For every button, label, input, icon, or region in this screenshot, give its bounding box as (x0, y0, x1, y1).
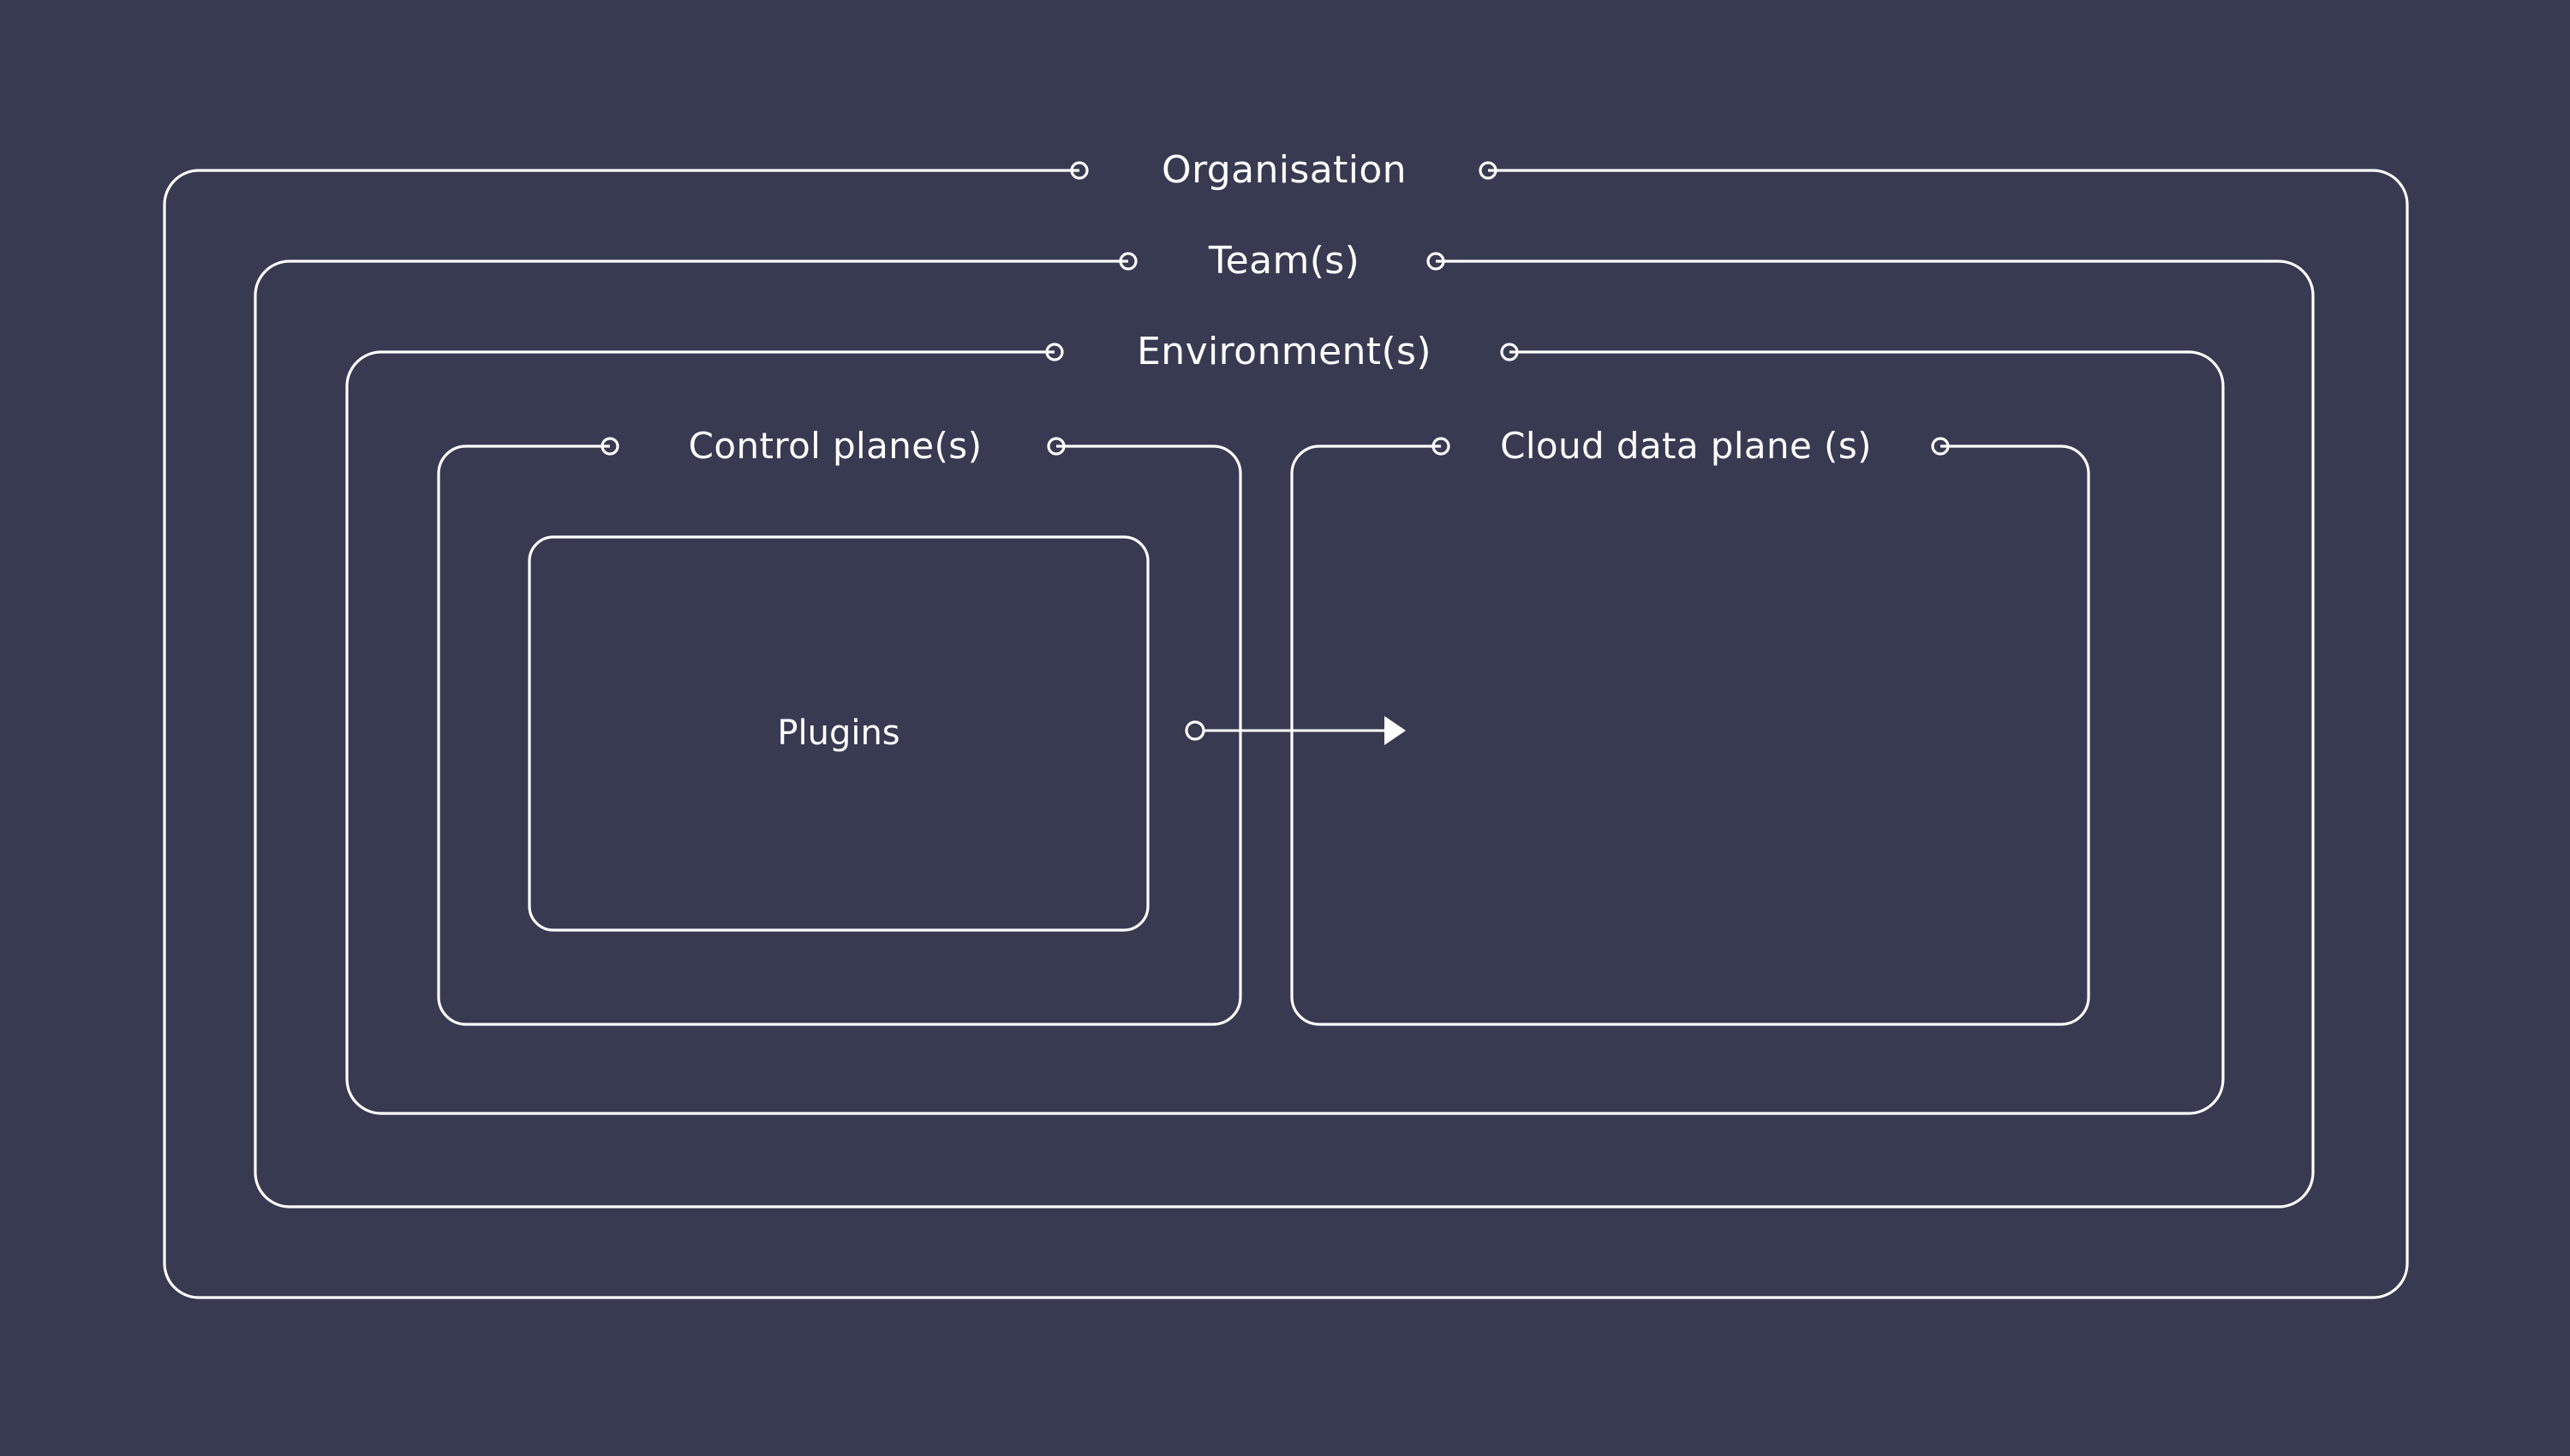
organisation-left-connector-dot (1070, 161, 1089, 180)
cloud-data-plane-frame-group (1290, 437, 2090, 1026)
control-plane-right-connector-dot (1047, 437, 1066, 456)
control-plane-frame (437, 445, 1242, 1026)
team-frame (254, 260, 2315, 1208)
team-label: Team(s) (1208, 239, 1360, 283)
cloud-data-plane-right-connector-dot (1931, 437, 1950, 456)
control-plane-left-connector-dot (601, 437, 619, 456)
plugins-frame-group (528, 535, 1150, 932)
control-plane-frame-group (437, 437, 1242, 1026)
environment-frame-group (345, 343, 2225, 1115)
environment-right-connector-dot (1500, 343, 1519, 361)
cloud-data-plane-frame (1290, 445, 2090, 1026)
organisation-right-connector-dot (1479, 161, 1497, 180)
team-frame-group (254, 252, 2315, 1208)
connector-source-dot (1185, 720, 1205, 741)
plugins-to-cloud-data-plane-connector (1185, 716, 1406, 745)
team-left-connector-dot (1119, 252, 1138, 271)
plugins-label: Plugins (777, 713, 900, 753)
cloud-data-plane-label: Cloud data plane (s) (1500, 425, 1872, 467)
organisation-frame (163, 169, 2409, 1299)
connector-arrowhead-icon (1384, 716, 1406, 745)
plugins-frame (528, 535, 1150, 932)
team-right-connector-dot (1426, 252, 1445, 271)
organisation-label: Organisation (1162, 148, 1407, 192)
cloud-data-plane-left-connector-dot (1431, 437, 1450, 456)
environment-left-connector-dot (1045, 343, 1064, 361)
control-plane-label: Control plane(s) (688, 425, 983, 467)
environment-frame (345, 350, 2225, 1115)
environment-label: Environment(s) (1137, 330, 1431, 373)
organisation-frame-group (163, 161, 2409, 1299)
